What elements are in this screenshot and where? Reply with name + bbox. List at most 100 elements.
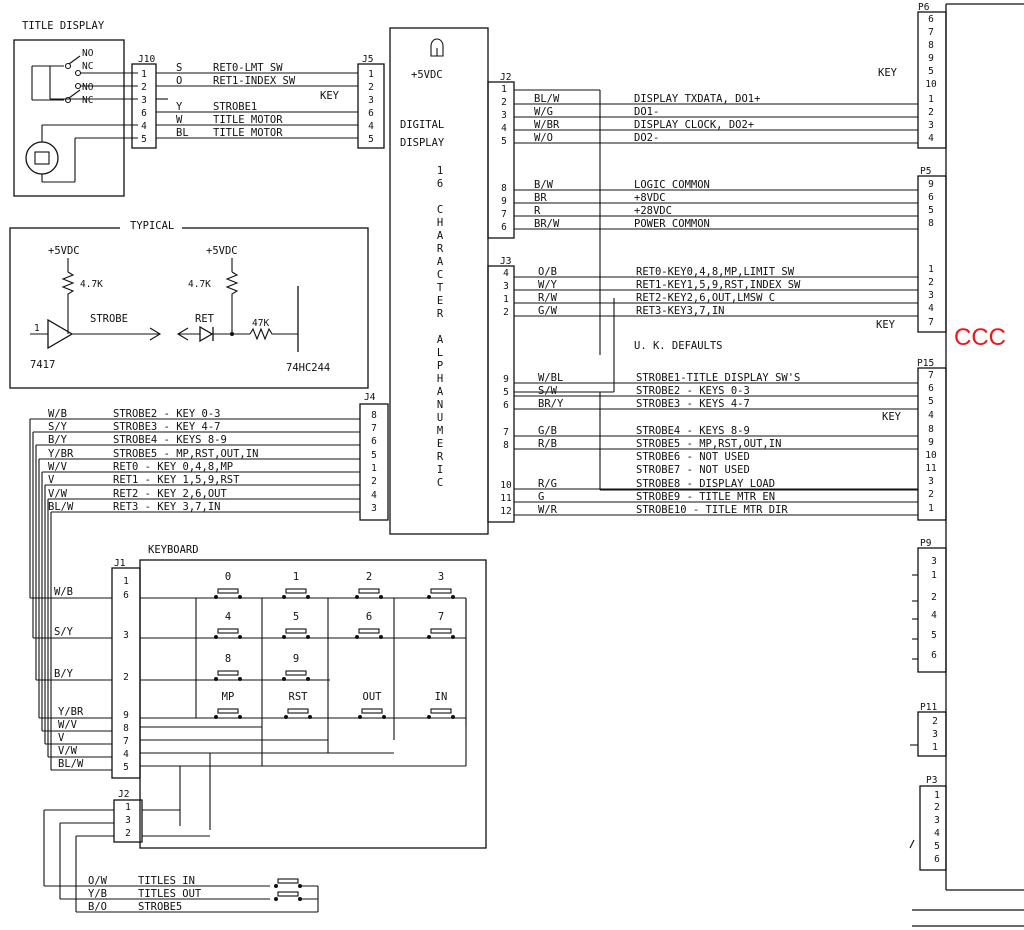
key-contact-r-1 — [306, 595, 310, 599]
key-contact-l-12 — [358, 715, 362, 719]
j4-pin-1: 7 — [371, 423, 377, 434]
j10-connector — [131, 63, 157, 149]
display-char-13: A — [437, 334, 444, 346]
keyboard-color-6: V/W — [58, 745, 78, 757]
j3-pin-1: 3 — [503, 281, 509, 292]
keyboard-pin-3: 2 — [123, 672, 129, 683]
p9-pin-0: 3 — [931, 556, 937, 567]
typical-label: TYPICAL — [130, 220, 174, 232]
j3-pin-4: 9 — [503, 374, 509, 385]
title_display-pin-3: 6 — [141, 108, 147, 119]
j4-pin-4: 1 — [371, 463, 377, 474]
p5-pin-4: 1 — [928, 264, 934, 275]
j1-connector — [111, 567, 141, 779]
display-char-5: A — [437, 230, 444, 242]
key-label-8: 8 — [225, 653, 231, 665]
key-contact-r-7 — [451, 635, 455, 639]
j2k-pin-1: 3 — [125, 815, 131, 826]
p3-pin-1: 2 — [934, 802, 940, 813]
key-switch-5 — [285, 628, 307, 634]
j2d-pin-5: 8 — [501, 183, 507, 194]
j2d-signal-2: DO1- — [634, 106, 659, 118]
p6-pin-1: 7 — [928, 27, 934, 38]
j4-signal-3: STROBE5 - MP,RST,OUT,IN — [113, 448, 258, 460]
key-switch-2 — [358, 588, 380, 594]
p5-key-label: KEY — [876, 319, 896, 331]
typical-pin-label: 1 — [34, 323, 40, 334]
j4-signal-0: STROBE2 - KEY 0-3 — [113, 408, 220, 420]
j2d-signal-1: DISPLAY TXDATA, DO1+ — [634, 93, 760, 105]
j3-signal-13: STROBE10 - TITLE MTR DIR — [636, 504, 788, 516]
j3-pin-11: 12 — [500, 506, 511, 517]
display-char-11: R — [437, 308, 444, 320]
j5-connector — [357, 63, 385, 149]
display-char-1: 6 — [437, 178, 443, 190]
digital-display-block: +5VDC DIGITAL DISPLAY 16CHARACTERALPHANU… — [389, 27, 489, 535]
key-switch-4 — [217, 628, 239, 634]
j3-color-10: G — [538, 491, 544, 503]
j4-color-7: BL/W — [48, 501, 74, 513]
display-char-4: H — [437, 217, 443, 229]
keyboard-pin-8: 5 — [123, 762, 129, 773]
j3-color-9: R/G — [538, 478, 557, 490]
j5-label: J5 — [362, 54, 373, 65]
j2-display-label: J2 — [500, 72, 511, 83]
j4-signal-5: RET1 - KEY 1,5,9,RST — [113, 474, 240, 486]
p11-block: P11 231 — [910, 702, 947, 757]
key-contact-r-8 — [238, 677, 242, 681]
p5-pin-2: 5 — [928, 205, 934, 216]
display-char-6: R — [437, 243, 444, 255]
key-contact-r-10 — [238, 715, 242, 719]
key-contact-l-2 — [355, 595, 359, 599]
j4-pin-6: 4 — [371, 490, 377, 501]
j2-display-connector — [487, 81, 515, 239]
display-char-7: A — [437, 256, 444, 268]
j5-pin-2: 3 — [368, 95, 374, 106]
title_display-pin-4: 4 — [141, 121, 147, 132]
title-switch-1 — [31, 55, 138, 100]
p15-connector — [917, 367, 947, 521]
j3-signal-11: STROBE8 - DISPLAY LOAD — [636, 478, 775, 490]
j5-pin-0: 1 — [368, 69, 374, 80]
key-switch-12 — [361, 708, 383, 714]
titles-switch-0 — [277, 878, 299, 884]
p6-pin-3: 9 — [928, 53, 934, 64]
p6-pin-7: 2 — [928, 107, 934, 118]
keyboard-color-2: B/Y — [54, 668, 74, 680]
p9-pin-4: 5 — [931, 630, 937, 641]
title-wire-color-1: O — [176, 75, 182, 87]
p5-pin-7: 4 — [928, 303, 934, 314]
key-contact-l-9 — [282, 677, 286, 681]
p11-pins: 231 — [932, 716, 938, 753]
p15-pin-0: 7 — [928, 370, 934, 381]
title-wire-color-0: S — [176, 62, 182, 74]
j3-pin-7: 7 — [503, 427, 509, 438]
display-char-19: U — [437, 412, 443, 424]
j2d-color-2: W/G — [534, 106, 553, 118]
keyboard-pin-4: 9 — [123, 710, 129, 721]
title-wire-color-5: BL — [176, 127, 189, 139]
j4-pin-0: 8 — [371, 410, 377, 421]
key-label-1: 1 — [293, 571, 299, 583]
j3-signal-4: STROBE1-TITLE DISPLAY SW'S — [636, 372, 800, 384]
p6-pin-9: 4 — [928, 133, 934, 144]
j3-signal-5: STROBE2 - KEYS 0-3 — [636, 385, 750, 397]
j2k-color-1: Y/B — [88, 888, 107, 900]
j2d-pin-3: 4 — [501, 123, 507, 134]
key-switch-11 — [287, 708, 309, 714]
j3-signal-7: STROBE4 - KEYS 8-9 — [636, 425, 750, 437]
j2k-signal-1: TITLES OUT — [138, 888, 202, 900]
p5-pin-0: 9 — [928, 179, 934, 190]
keyboard-pin-7: 4 — [123, 749, 129, 760]
display-char-10: E — [437, 295, 443, 307]
p15-pin-8: 3 — [928, 476, 934, 487]
j2d-signal-3: DISPLAY CLOCK, DO2+ — [634, 119, 754, 131]
